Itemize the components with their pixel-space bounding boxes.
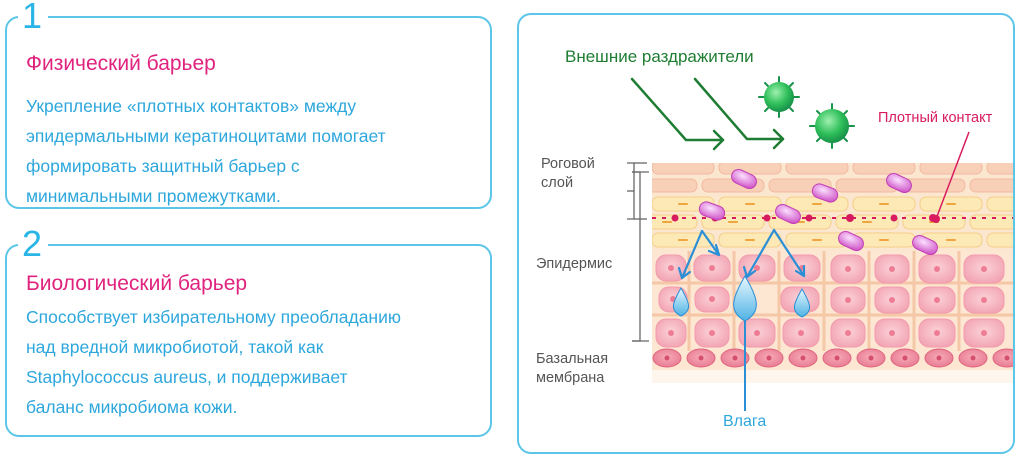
- stratum-corneum-cells: [652, 163, 1013, 248]
- skin-diagram: [627, 76, 1013, 411]
- epidermis-bracket: [632, 171, 649, 342]
- epidermis-label: Эпидермис: [536, 256, 613, 272]
- basal-membrane-label: Базальная мембрана: [536, 350, 608, 388]
- moisture-label: Влага: [723, 413, 767, 430]
- skin-tissue: [652, 163, 1013, 383]
- text-line: формировать защитный барьер с: [26, 156, 300, 176]
- arrow-head-icon: [712, 129, 725, 151]
- label-line: Роговой: [541, 156, 595, 172]
- epidermis-cells: [652, 251, 1013, 351]
- arrow-icon: [630, 77, 725, 142]
- physical-barrier-text: Укрепление «плотных контактов» между эпи…: [26, 91, 386, 211]
- external-arrows: [630, 77, 785, 151]
- virus-icon: [758, 76, 800, 118]
- virus-icon: [809, 103, 855, 149]
- bacterium-icon: [775, 203, 801, 225]
- bacterium-icon: [886, 172, 912, 194]
- text-line: баланс микробиома кожи.: [26, 397, 238, 417]
- biological-barrier-card: Биологический барьер Способствует избира…: [5, 244, 492, 437]
- text-line: минимальными промежутками.: [26, 186, 281, 206]
- tight-junction-dot: [932, 215, 940, 223]
- bacterium-icon: [811, 183, 839, 203]
- tight-junction-pointer: [935, 131, 970, 220]
- moisture-arrows: [677, 228, 806, 280]
- label-line: Базальная: [536, 351, 609, 367]
- drop-icon: [794, 287, 810, 318]
- text-line: Способствует избирательному преобладанию: [26, 307, 401, 327]
- bacterium-icon: [838, 230, 864, 252]
- physical-barrier-card: Физический барьер Укрепление «плотных ко…: [5, 16, 492, 209]
- stratum-corneum-label: Роговой слой: [541, 155, 595, 193]
- biological-barrier-title: Биологический барьер: [26, 272, 248, 295]
- arrow-head-icon: [772, 128, 785, 150]
- bacteria-group: [698, 168, 938, 256]
- label-line: слой: [541, 175, 574, 191]
- arrow-icon: [693, 77, 785, 141]
- text-line: над вредной микробиотой, такой как: [26, 337, 324, 357]
- physical-barrier-title: Физический барьер: [26, 52, 216, 75]
- moisture-drops: [673, 274, 810, 322]
- card-number-2: 2: [18, 226, 49, 262]
- label-line: мембрана: [536, 370, 605, 386]
- bacterium-icon: [731, 168, 757, 190]
- skin-diagram-panel: Внешние раздражители Плотный контакт Рог…: [517, 13, 1015, 454]
- text-line: Укрепление «плотных контактов» между: [26, 96, 357, 116]
- text-line: Staphylococcus aureus, и поддерживает: [26, 367, 348, 387]
- tight-junction-label: Плотный контакт: [878, 110, 993, 126]
- bacterium-icon: [698, 201, 726, 221]
- card-number-1: 1: [18, 0, 49, 34]
- drop-icon: [673, 286, 689, 317]
- bacterium-icon: [912, 234, 938, 256]
- text-line: эпидермальными кератиноцитами помогает: [26, 126, 386, 146]
- biological-barrier-text: Способствует избирательному преобладанию…: [26, 302, 401, 422]
- external-irritants-label: Внешние раздражители: [565, 47, 754, 66]
- layer-brackets: [627, 162, 647, 342]
